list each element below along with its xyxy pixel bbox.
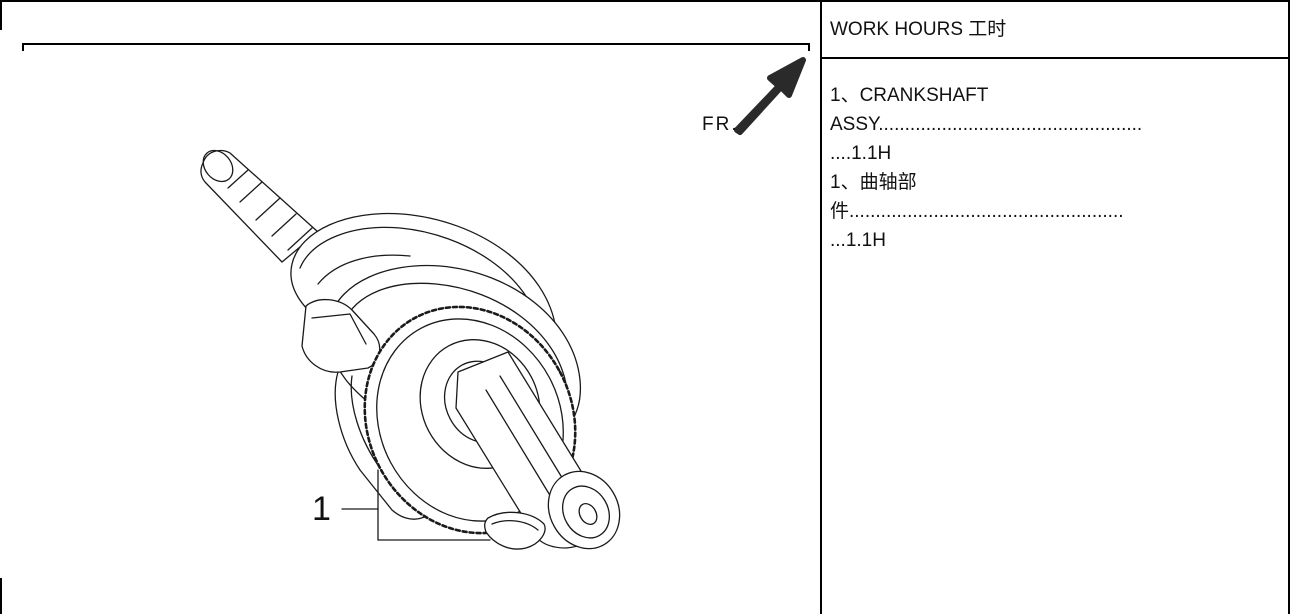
- direction-label: FR.: [702, 114, 739, 135]
- figure-frame-top: [22, 43, 810, 45]
- crankshaft-drawing: FR. 1: [200, 57, 806, 550]
- work-hours-line: ...1.1H: [830, 230, 886, 251]
- woodruff-key: [484, 511, 546, 550]
- table-column-divider: [820, 0, 822, 614]
- crankshaft-left-shaft: [200, 149, 319, 263]
- work-hours-list: 1、CRANKSHAFT ASSY.......................…: [830, 81, 1280, 255]
- work-hours-line: 1、CRANKSHAFT: [830, 85, 989, 106]
- table-top-border: [0, 0, 1290, 2]
- table-left-border-lower: [0, 578, 2, 614]
- callout-number: 1: [312, 490, 331, 528]
- work-hours-line: ....1.1H: [830, 143, 892, 164]
- work-hours-line: 件.......................................…: [830, 201, 1124, 222]
- header-row-divider: [822, 57, 1290, 59]
- crankshaft-illustration: FR. 1: [200, 57, 806, 550]
- work-hours-line: 1、曲轴部: [830, 172, 917, 193]
- table-left-border: [0, 0, 2, 30]
- work-hours-header: WORK HOURS 工时: [830, 19, 1007, 40]
- work-hours-line: ASSY....................................…: [830, 114, 1143, 135]
- front-direction-arrow-icon: [734, 57, 806, 135]
- callout-leader: [341, 469, 491, 541]
- figure-frame-tick-right: [808, 43, 810, 51]
- figure-frame-tick-left: [22, 43, 24, 51]
- table-right-border: [1288, 0, 1290, 614]
